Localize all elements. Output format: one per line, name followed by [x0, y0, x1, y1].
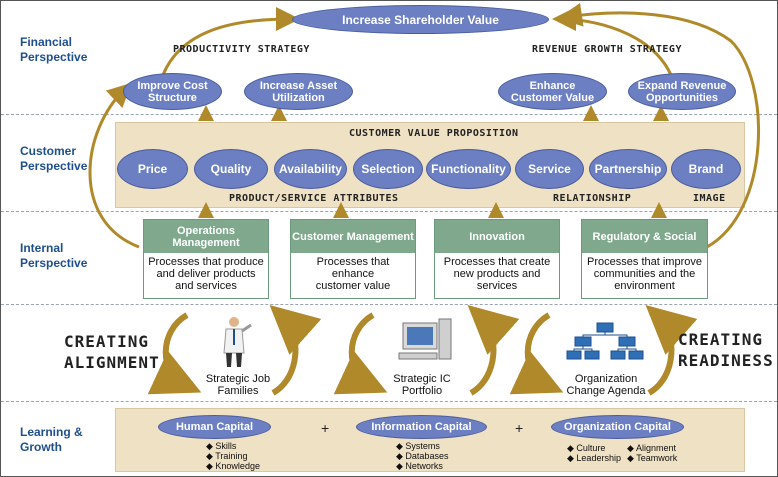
alignment-arrow-2: [269, 305, 322, 396]
divider-internal-alignment: [1, 304, 777, 305]
process-title: Innovation: [435, 220, 559, 253]
alignment-arrow-5: [509, 312, 564, 395]
goal-increase-shareholder-value: Increase Shareholder Value: [292, 5, 549, 34]
attribute-brand: Brand: [671, 149, 741, 189]
alignment-arrow-6: [645, 305, 698, 396]
process-title: Regulatory & Social: [582, 220, 707, 253]
organization-capital: Organization Capital: [551, 415, 684, 439]
human-capital-bullets: ◆ Skills ◆ Training ◆ Knowledge: [206, 441, 260, 471]
divider-alignment-learning: [1, 401, 777, 402]
organization-capital-bullets-left: ◆ Culture ◆ Leadership: [567, 443, 621, 463]
attribute-partnership: Partnership: [589, 149, 667, 189]
learning-growth-heading: Learning &Growth: [20, 425, 83, 454]
process-customer-management: Customer Management Processes that enhan…: [290, 219, 416, 299]
alignment-arrow-3: [333, 312, 388, 395]
process-regulatory-social: Regulatory & Social Processes that impro…: [581, 219, 708, 299]
attribute-availability: Availability: [274, 149, 347, 189]
human-capital: Human Capital: [158, 415, 271, 439]
arrow-right-loop: [558, 2, 760, 249]
organization-capital-bullets-right: ◆ Alignment ◆ Teamwork: [627, 443, 678, 463]
arrow-left-loop: [88, 82, 140, 249]
alignment-arrow-4: [467, 305, 520, 396]
image-label: IMAGE: [693, 193, 726, 204]
information-capital: Information Capital: [356, 415, 487, 439]
divider-customer-internal: [1, 211, 777, 212]
attribute-service: Service: [515, 149, 584, 189]
attribute-quality: Quality: [194, 149, 268, 189]
plus-sign-1: +: [321, 420, 330, 436]
customer-value-proposition-label: CUSTOMER VALUE PROPOSITION: [349, 128, 519, 139]
information-capital-bullets: ◆ Systems ◆ Databases ◆ Networks: [396, 441, 449, 471]
productivity-strategy-label: PRODUCTIVITY STRATEGY: [173, 44, 310, 55]
process-title: Customer Management: [291, 220, 415, 253]
plus-sign-2: +: [515, 420, 524, 436]
relationship-label: RELATIONSHIP: [553, 193, 632, 204]
attribute-functionality: Functionality: [426, 149, 511, 189]
alignment-arrow-1: [147, 312, 202, 395]
goal-label: Increase Shareholder Value: [342, 12, 499, 27]
arrow-cost-to-goal: [161, 7, 300, 76]
process-title: Operations Management: [144, 220, 268, 253]
arrow-revenue-to-goal: [552, 7, 673, 76]
process-operations-management: Operations Management Processes that pro…: [143, 219, 269, 299]
product-service-attributes-label: PRODUCT/SERVICE ATTRIBUTES: [229, 193, 399, 204]
divider-financial-customer: [1, 114, 777, 115]
attribute-selection: Selection: [353, 149, 423, 189]
revenue-growth-strategy-label: REVENUE GROWTH STRATEGY: [532, 44, 682, 55]
attribute-price: Price: [117, 149, 188, 189]
